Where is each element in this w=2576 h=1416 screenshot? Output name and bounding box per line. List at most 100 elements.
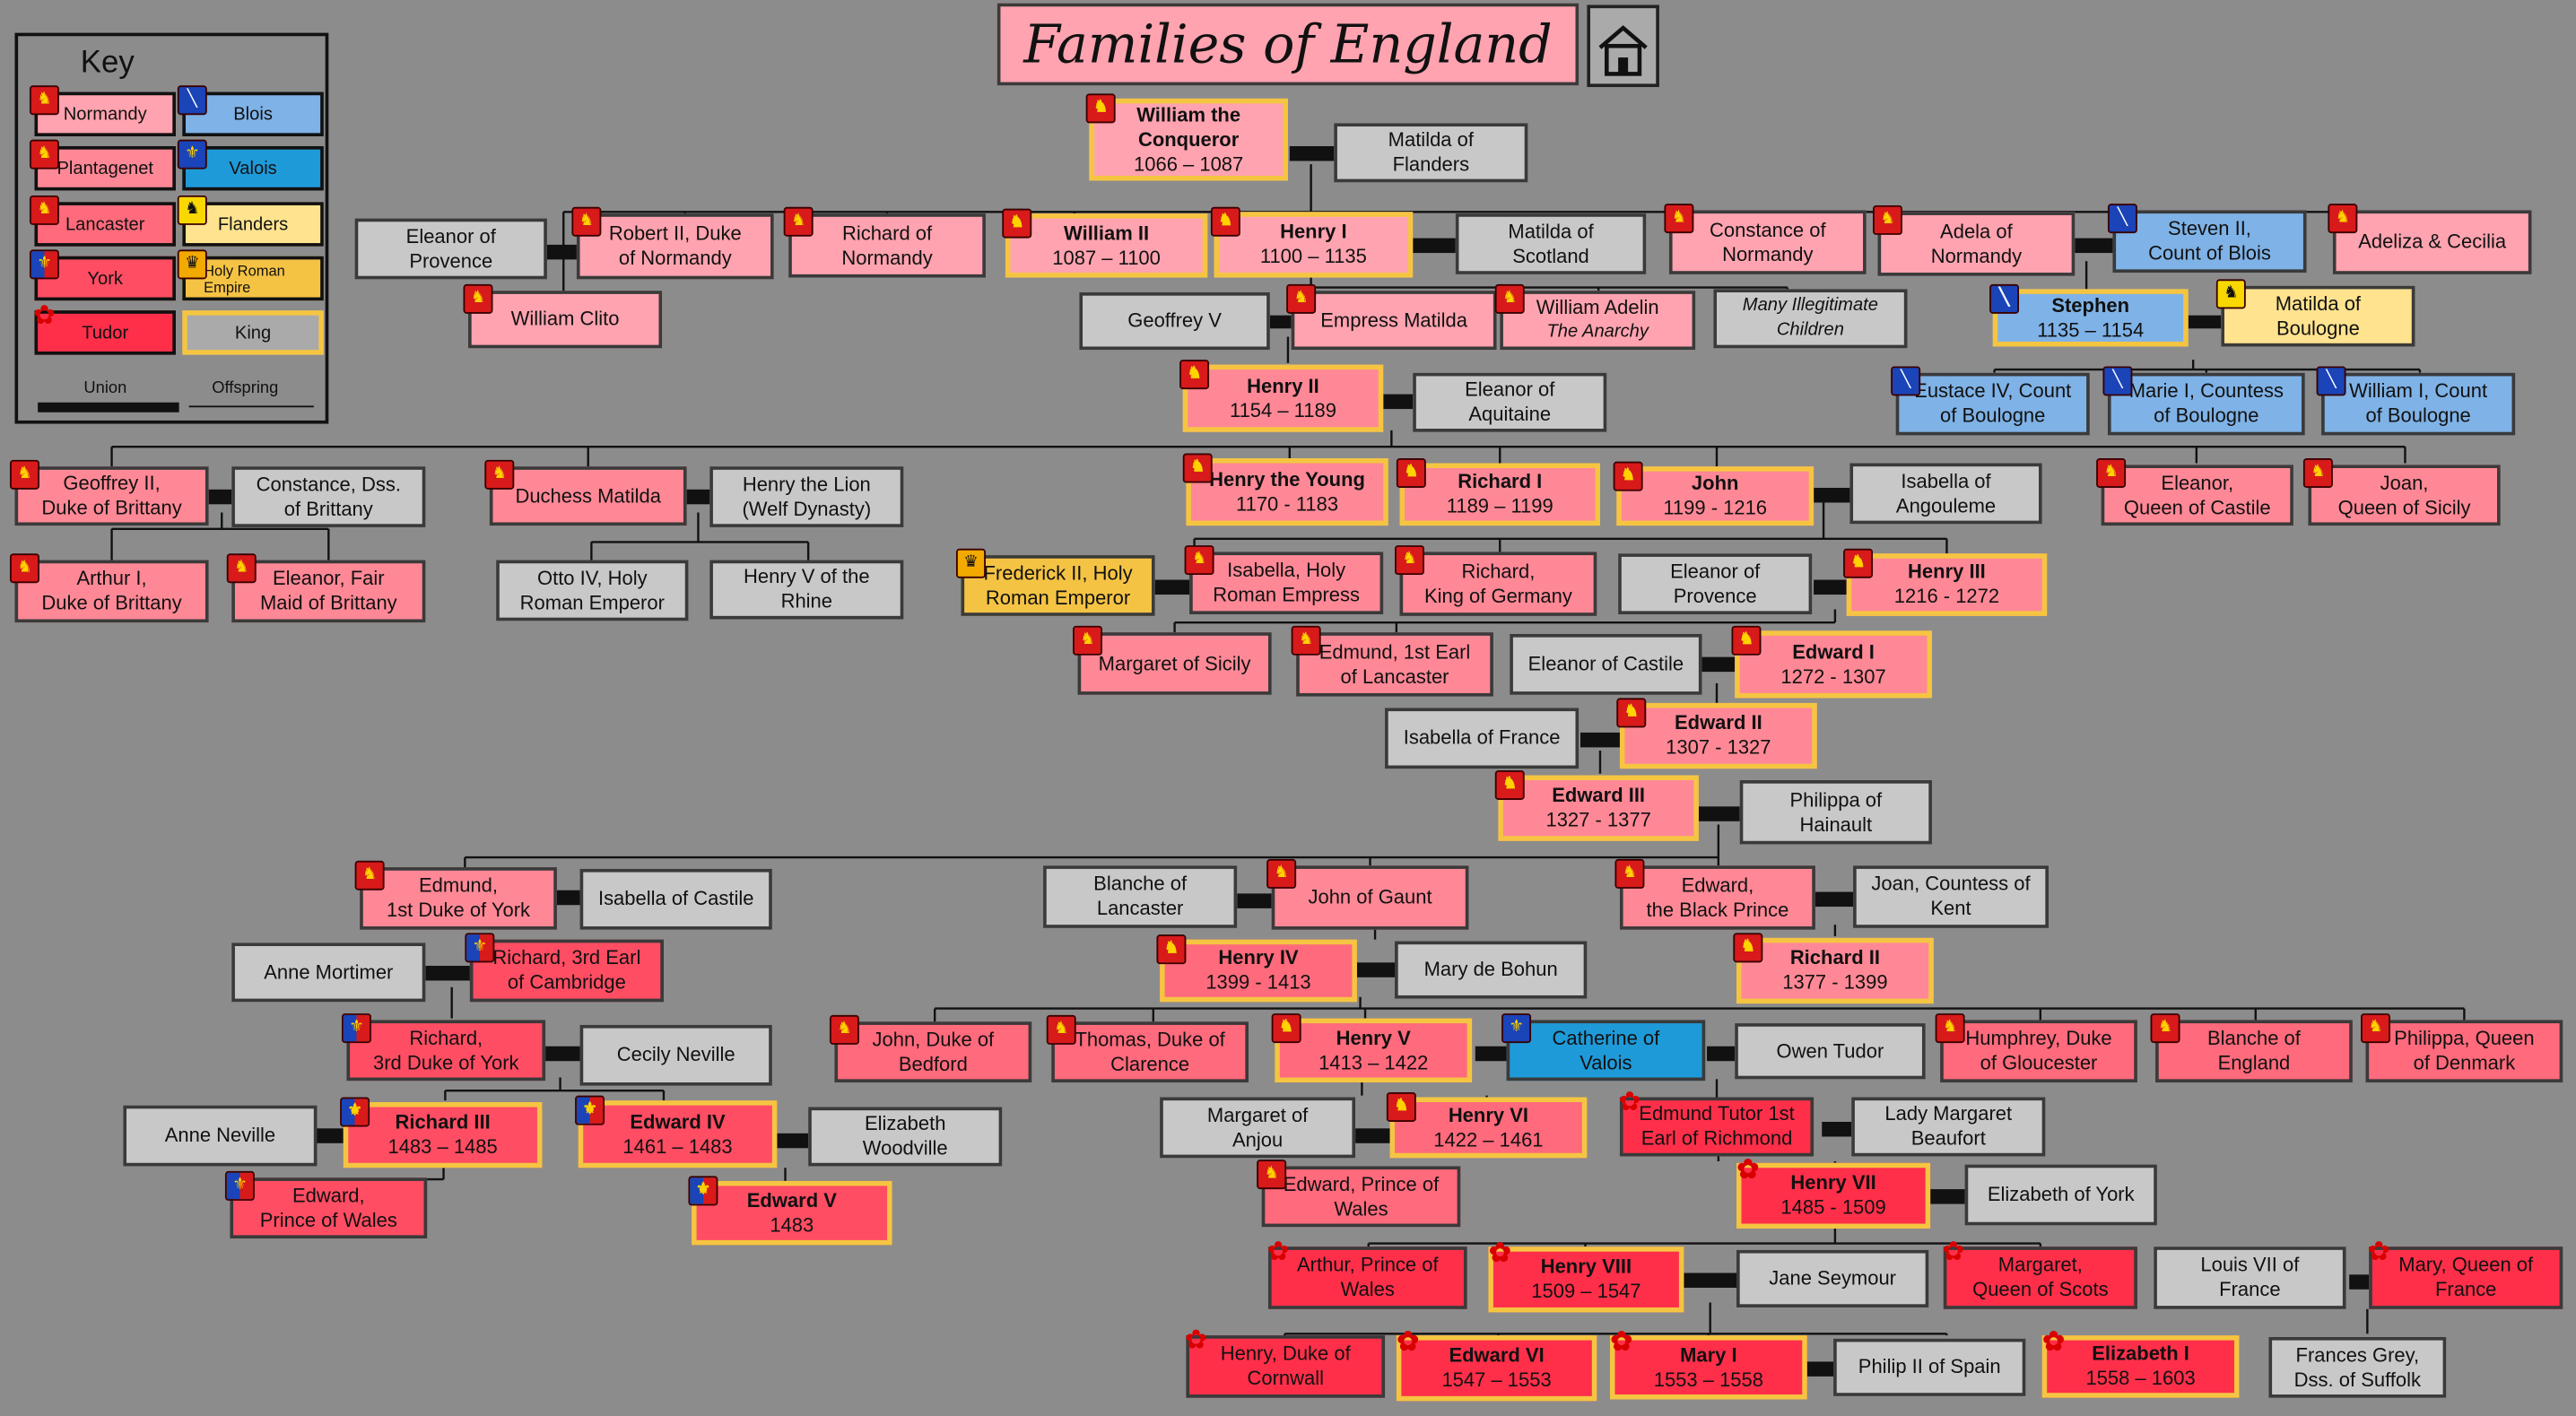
person-geoffrey2[interactable]: ♞Geoffrey II, Duke of Brittany	[9, 459, 209, 526]
person-eleanor-cas[interactable]: ♞Eleanor, Queen of Castile	[2096, 458, 2293, 526]
person-anne-mort[interactable]: Anne Mortimer	[231, 943, 426, 1003]
person-richard-york[interactable]: ⚜Richard, 3rd Duke of York	[341, 1013, 546, 1082]
person-frances-grey[interactable]: Frances Grey, Dss. of Suffolk	[2268, 1336, 2447, 1398]
person-frederick2[interactable]: ♛Frederick II, Holy Roman Emperor	[955, 548, 1155, 616]
person-john-bedford[interactable]: ♞John, Duke of Bedford	[829, 1014, 1032, 1083]
person-edmund-tudor[interactable]: ✿Edmund Tutor 1st Earl of Richmond	[1619, 1090, 1815, 1157]
person-humphrey[interactable]: ♞Humphrey, Duke of Gloucester	[1935, 1013, 2137, 1083]
person-arthur-pw[interactable]: ✿Arthur, Prince of Wales	[1267, 1239, 1467, 1309]
person-edmund-lanc[interactable]: ♞Edmund, 1st Earl of Lancaster	[1291, 625, 1493, 697]
person-duchess-m[interactable]: ♞Duchess Matilda	[484, 459, 687, 526]
person-henry5-rh[interactable]: Henry V of the Rhine	[709, 560, 904, 620]
home-button[interactable]	[1587, 4, 1659, 88]
person-joan-sic[interactable]: ♞Joan, Queen of Sicily	[2302, 458, 2501, 526]
person-matilda-sc[interactable]: Matilda of Scotland	[1455, 213, 1647, 274]
person-arthur1[interactable]: ♞Arthur I, Duke of Brittany	[9, 553, 209, 623]
person-eustace4[interactable]: ╲Eustace IV, Count of Boulogne	[1891, 366, 2090, 436]
person-anne-nev[interactable]: Anne Neville	[123, 1105, 318, 1167]
person-jane-s[interactable]: Jane Seymour	[1736, 1249, 1929, 1307]
person-eleanor-prov1[interactable]: Eleanor of Provence	[354, 218, 547, 280]
person-thomas-cl[interactable]: ♞Thomas, Duke of Clarence	[1046, 1014, 1249, 1083]
person-richard-ger[interactable]: ♞Richard, King of Germany	[1395, 545, 1597, 616]
person-blanche-l[interactable]: Blanche of Lancaster	[1043, 865, 1238, 928]
person-clito[interactable]: ♞William Clito	[463, 283, 663, 349]
person-eliz-wood[interactable]: Elizabeth Woodville	[808, 1107, 1003, 1167]
person-adela[interactable]: ♞Adela of Normandy	[1873, 204, 2076, 276]
person-cecily[interactable]: Cecily Neville	[579, 1024, 772, 1086]
person-joan-kent[interactable]: Joan, Countess of Kent	[1853, 865, 2049, 928]
person-gaunt[interactable]: ♞John of Gaunt	[1266, 858, 1469, 930]
person-henry-corn[interactable]: ✿Henry, Duke of Cornwall	[1185, 1328, 1386, 1398]
person-owen-tudor[interactable]: Owen Tudor	[1735, 1023, 1926, 1080]
person-philippa-d[interactable]: ♞Philippa, Queen of Denmark	[2361, 1013, 2563, 1083]
person-isabella-fr[interactable]: Isabella of France	[1385, 708, 1580, 769]
person-eleanor-fair[interactable]: ♞Eleanor, Fair Maid of Brittany	[226, 553, 426, 623]
person-mary-bohun[interactable]: Mary de Bohun	[1395, 941, 1588, 999]
person-richard-n[interactable]: ♞Richard of Normandy	[783, 206, 986, 278]
person-louis7[interactable]: Louis VII of France	[2154, 1247, 2346, 1309]
person-margaret-sic[interactable]: ♞Margaret of Sicily	[1073, 625, 1272, 695]
person-constance-b[interactable]: Constance, Dss. of Brittany	[231, 466, 426, 527]
person-margaret-anj[interactable]: Margaret of Anjou	[1160, 1097, 1356, 1159]
person-edward-pw-l[interactable]: ♞Edward, Prince of Wales	[1257, 1160, 1461, 1228]
person-isabella-ang[interactable]: Isabella of Angouleme	[1849, 463, 2042, 525]
person-isabella-hre[interactable]: ♞Isabella, Holy Roman Empress	[1184, 545, 1384, 615]
person-catherine-v[interactable]: ⚜Catherine of Valois	[1501, 1013, 1706, 1082]
person-henry-lion[interactable]: Henry the Lion (Welf Dynasty)	[709, 466, 904, 527]
person-eleanor-prov2[interactable]: Eleanor of Provence	[1618, 553, 1813, 615]
person-philip2[interactable]: Philip II of Spain	[1833, 1338, 2026, 1396]
person-edward-pw-y[interactable]: ⚜Edward, Prince of Wales	[224, 1170, 428, 1239]
person-name-text: Edmund Tutor 1st Earl of Richmond	[1639, 1102, 1795, 1151]
person-edmund-york[interactable]: ♞Edmund, 1st Duke of York	[354, 860, 557, 930]
person-adeliza[interactable]: ♞Adeliza & Cecilia	[2328, 204, 2532, 274]
person-geoffrey5[interactable]: Geoffrey V	[1079, 292, 1270, 351]
person-margaret-sc[interactable]: ✿Margaret, Queen of Scots	[1942, 1239, 2137, 1309]
person-eliz-york[interactable]: Elizabeth of York	[1964, 1164, 2157, 1226]
person-richard-camb[interactable]: ⚜Richard, 3rd Earl of Cambridge	[465, 933, 664, 1003]
person-robert2[interactable]: ♞Robert II, Duke of Normandy	[571, 206, 774, 280]
person-philippa-h[interactable]: Philippa of Hainault	[1739, 780, 1932, 845]
person-matilda-b[interactable]: ♞Matilda of Boulogne	[2215, 279, 2415, 347]
person-otto4[interactable]: Otto IV, Holy Roman Emperor	[496, 560, 689, 621]
person-name-text: Geoffrey V	[1127, 308, 1222, 332]
person-eleanor-cas2[interactable]: Eleanor of Castile	[1510, 633, 1702, 695]
person-constance-n[interactable]: ♞Constance of Normandy	[1664, 204, 1867, 274]
person-marie1[interactable]: ╲Marie I, Countess of Boulogne	[2102, 366, 2305, 436]
person-steven2[interactable]: ╲Steven II, Count of Blois	[2107, 204, 2307, 274]
person-mary-fr[interactable]: ✿Mary, Queen of France	[2368, 1239, 2563, 1309]
person-empress[interactable]: ♞Empress Matilda	[1286, 283, 1497, 351]
person-eleanor-aq[interactable]: Eleanor of Aquitaine	[1413, 372, 1607, 432]
person-matilda-fl[interactable]: Matilda of Flanders	[1334, 123, 1528, 183]
person-isabella-cas[interactable]: Isabella of Castile	[579, 868, 772, 930]
person-william1b[interactable]: ╲William I, Count of Boulogne	[2316, 366, 2516, 436]
person-illeg[interactable]: Many Illegitimate Children	[1713, 289, 1908, 349]
person-margaret-b[interactable]: Lady Margaret Beaufort	[1851, 1097, 2046, 1157]
person-blanche-e[interactable]: ♞Blanche of England	[2150, 1013, 2353, 1083]
person-black-prince[interactable]: ♞Edward, the Black Prince	[1614, 858, 1815, 930]
